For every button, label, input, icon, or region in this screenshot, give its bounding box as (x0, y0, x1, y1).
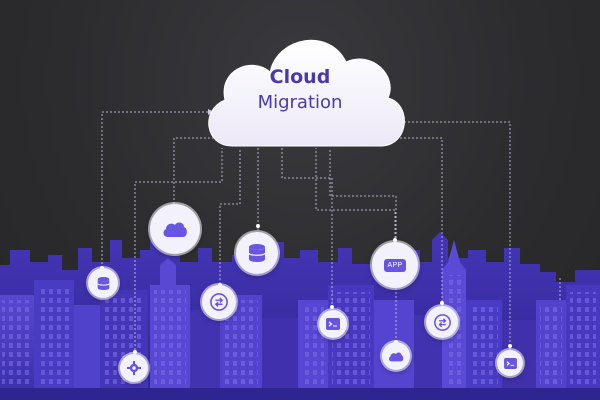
transfer-icon (433, 313, 451, 331)
cloud-node-large (150, 204, 200, 254)
cloud-icon (163, 222, 187, 237)
cloud-node-small (382, 342, 410, 370)
settings-node (120, 354, 148, 382)
database-node-small (88, 268, 118, 298)
transfer-node-left (202, 285, 236, 319)
cloud-title: Cloud (269, 66, 331, 88)
cloud-icon (388, 352, 404, 361)
app-node: APP (372, 242, 418, 288)
terminal-node-right (497, 350, 523, 376)
cloud-subtitle: Migration (257, 92, 343, 113)
terminal-icon (326, 318, 340, 330)
database-icon (248, 244, 266, 262)
database-icon (96, 276, 110, 290)
terminal-node-center (319, 310, 347, 338)
transfer-node-right (426, 306, 458, 338)
database-node-large (236, 232, 278, 274)
transfer-icon (210, 293, 228, 311)
terminal-icon (503, 357, 517, 369)
gear-icon (127, 361, 141, 375)
app-icon: APP (383, 258, 407, 272)
